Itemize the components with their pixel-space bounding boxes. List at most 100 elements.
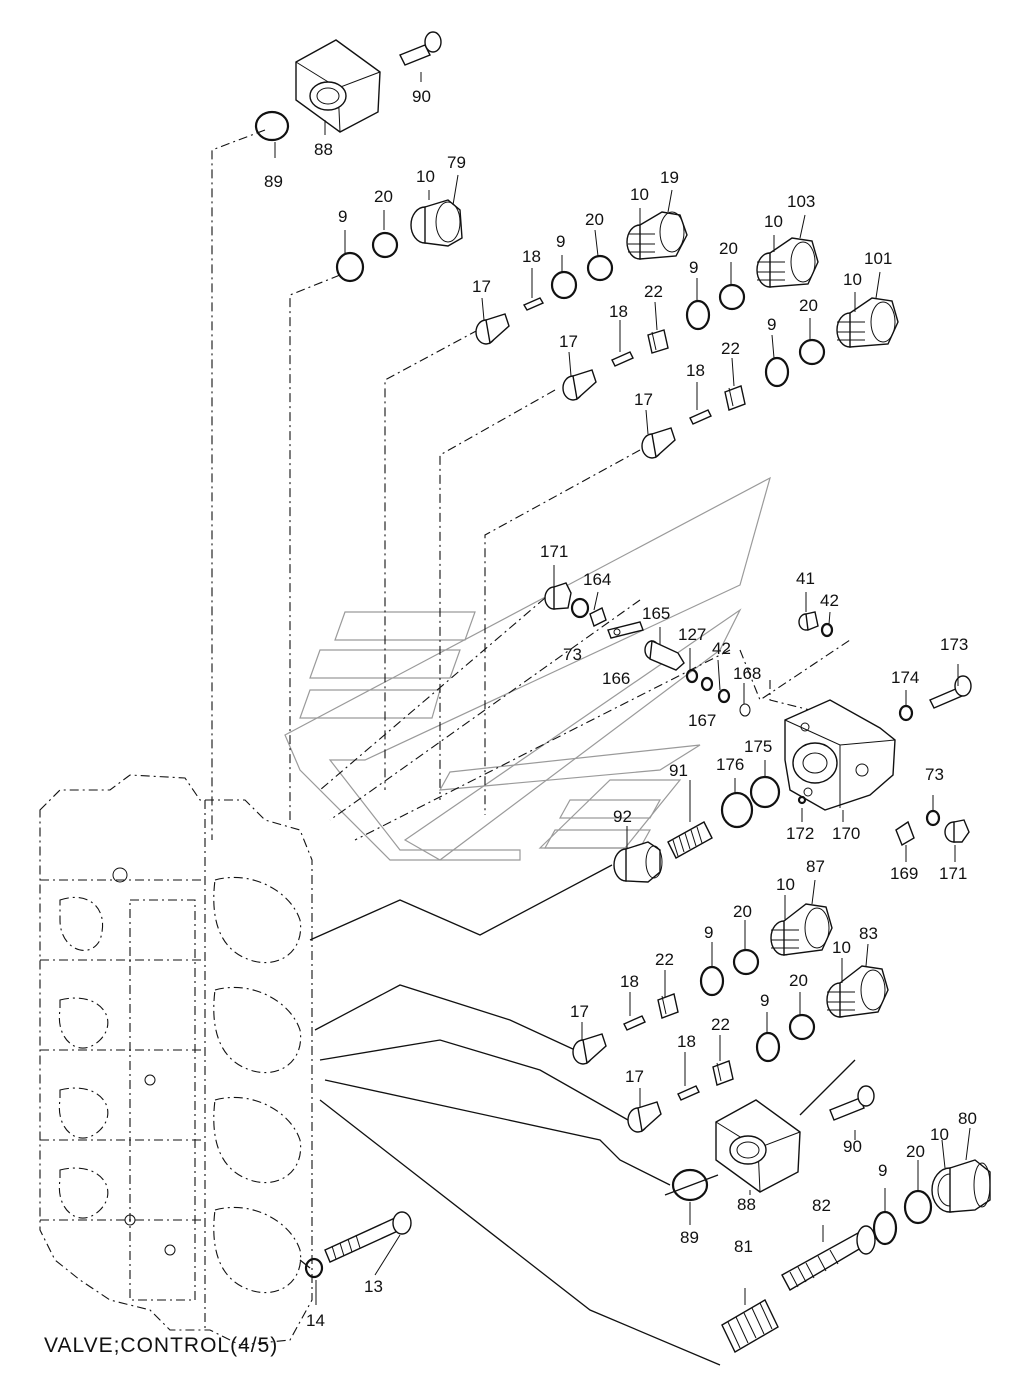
callout-88: 88 (737, 1195, 756, 1214)
spring-91 (667, 821, 713, 859)
o-ring-172 (797, 795, 807, 805)
callout-89: 89 (680, 1228, 699, 1247)
o-ring-9b (550, 270, 578, 300)
backup-ring-20a (371, 231, 399, 259)
callout-176: 176 (716, 755, 744, 774)
plug-83 (826, 965, 889, 1018)
callout-20: 20 (789, 971, 808, 990)
callout-labels: 90 88 89 10 79 20 9 10 19 20 9 18 17 10 … (264, 87, 977, 1330)
spring-81 (721, 1299, 779, 1353)
stopper-22b (724, 385, 746, 411)
bolt-173 (929, 675, 972, 709)
leader-lines (211, 129, 856, 1366)
callout-18: 18 (620, 972, 639, 991)
piston-17d (572, 1033, 607, 1065)
o-ring-176 (720, 791, 754, 829)
washer-14 (304, 1257, 324, 1279)
callout-83: 83 (859, 924, 878, 943)
callout-87: 87 (806, 857, 825, 876)
callout-81: 81 (734, 1237, 753, 1256)
callout-73: 73 (925, 765, 944, 784)
callout-42: 42 (712, 639, 731, 658)
callout-169: 169 (890, 864, 918, 883)
cover-170 (784, 699, 896, 811)
flange-88-bottom (715, 1099, 801, 1193)
plug-171-left (544, 582, 572, 610)
o-ring-42a (717, 688, 731, 704)
callout-10: 10 (776, 875, 795, 894)
stopper-22c (657, 993, 679, 1019)
o-ring-9e (699, 965, 725, 997)
o-ring-89-bottom (671, 1168, 709, 1202)
callout-171: 171 (939, 864, 967, 883)
callout-101: 101 (864, 249, 892, 268)
callout-9: 9 (556, 232, 565, 251)
spring-18d (623, 1015, 646, 1031)
plug-41 (798, 611, 819, 631)
piston-17c (641, 427, 676, 459)
callout-22: 22 (655, 950, 674, 969)
callout-42: 42 (820, 591, 839, 610)
callout-127: 127 (678, 625, 706, 644)
watermark-logo (284, 476, 771, 861)
callout-13: 13 (364, 1277, 383, 1296)
backup-ring-20e (732, 948, 760, 976)
o-ring-73-right (925, 809, 941, 827)
plug-92 (613, 841, 663, 883)
callout-10: 10 (832, 938, 851, 957)
callout-90: 90 (412, 87, 431, 106)
callout-88: 88 (314, 140, 333, 159)
plug-87 (770, 903, 833, 956)
callout-10: 10 (930, 1125, 949, 1144)
callout-171: 171 (540, 542, 568, 561)
callout-18: 18 (522, 247, 541, 266)
callout-166: 166 (602, 669, 630, 688)
callout-leaders (274, 72, 971, 1305)
callout-20: 20 (719, 239, 738, 258)
seat-165 (644, 639, 685, 671)
callout-91: 91 (669, 761, 688, 780)
callout-10: 10 (843, 270, 862, 289)
callout-17: 17 (570, 1002, 589, 1021)
callout-20: 20 (374, 187, 393, 206)
spring-169 (895, 820, 915, 847)
stopper-22a (647, 329, 669, 354)
spring-164 (589, 607, 607, 627)
callout-73: 73 (563, 645, 582, 664)
callout-10: 10 (630, 185, 649, 204)
callout-9: 9 (689, 258, 698, 277)
callout-18: 18 (609, 302, 628, 321)
plug-19 (626, 211, 688, 260)
o-ring-167 (700, 676, 714, 692)
callout-173: 173 (940, 635, 968, 654)
callout-170: 170 (832, 824, 860, 843)
callout-82: 82 (812, 1196, 831, 1215)
poppet-166 (607, 621, 644, 639)
callout-165: 165 (642, 604, 670, 623)
callout-9: 9 (338, 207, 347, 226)
plug-101 (836, 297, 899, 348)
callout-20: 20 (733, 902, 752, 921)
callout-17: 17 (625, 1067, 644, 1086)
callout-41: 41 (796, 569, 815, 588)
callout-18: 18 (677, 1032, 696, 1051)
callout-172: 172 (786, 824, 814, 843)
callout-10: 10 (416, 167, 435, 186)
callout-9: 9 (878, 1161, 887, 1180)
plug-80 (931, 1159, 991, 1213)
callout-79: 79 (447, 153, 466, 172)
callout-167: 167 (688, 711, 716, 730)
spring-18a (522, 297, 545, 311)
piston-17a (475, 313, 510, 345)
callout-14: 14 (306, 1311, 325, 1330)
o-ring-89-top (254, 110, 290, 142)
o-ring-9a (335, 251, 365, 283)
diagram-caption: VALVE;CONTROL(4/5) (44, 1334, 278, 1357)
plug-103 (756, 237, 819, 288)
callout-17: 17 (559, 332, 578, 351)
backup-ring-20g (903, 1189, 933, 1225)
o-ring-9g (872, 1210, 898, 1246)
callout-9: 9 (760, 991, 769, 1010)
